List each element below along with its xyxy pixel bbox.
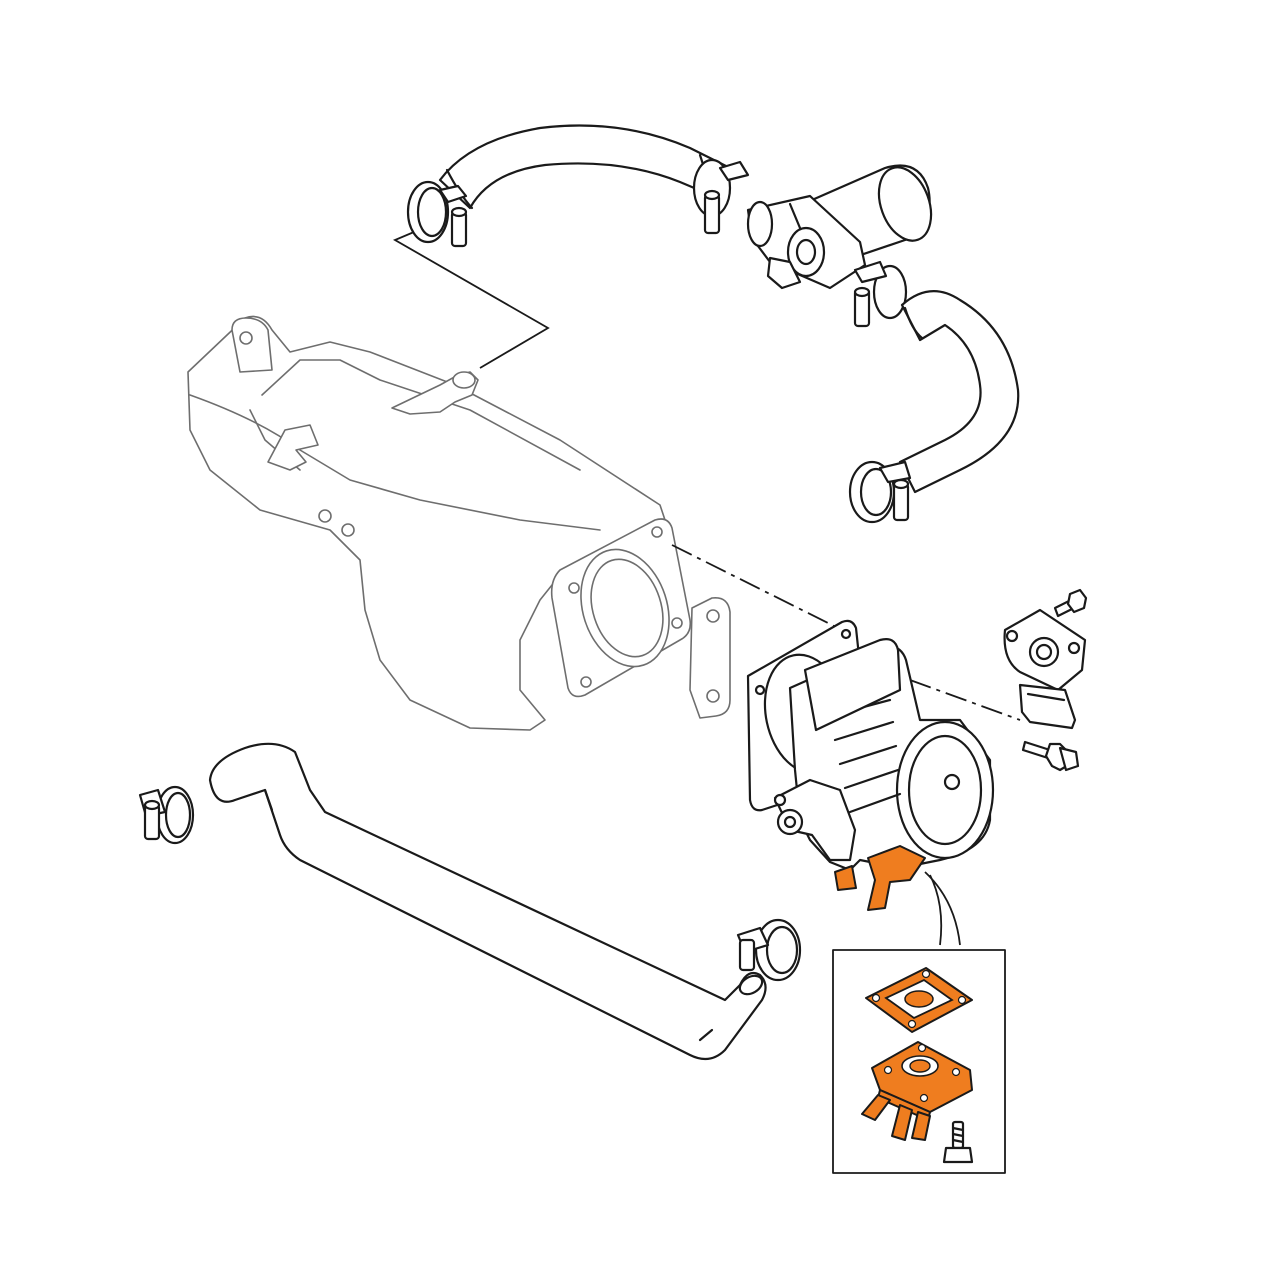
lower-coolant-pipe (208, 742, 767, 1061)
throttle-body-bracket (834, 845, 926, 911)
leader-line (392, 231, 550, 369)
throttle-bolt (1021, 740, 1080, 772)
assembly-centerline (671, 544, 843, 631)
upper-coolant-hose (438, 124, 732, 210)
right-coolant-hose (898, 290, 1020, 494)
coolant-valve (746, 164, 933, 290)
hose-clip (138, 785, 195, 845)
intake-plenum (187, 315, 731, 731)
bracket-bolt (942, 1120, 974, 1164)
assembly-centerline (909, 679, 1021, 721)
hose-clip (853, 260, 908, 328)
hose-clip (692, 158, 750, 235)
throttle-position-sensor (1003, 608, 1087, 730)
hose-clip (406, 180, 468, 248)
sensor-bolt (1053, 588, 1088, 618)
leader-line (924, 871, 961, 946)
throttle-body (773, 638, 995, 872)
bracket-gasket (865, 967, 973, 1033)
hose-clip (848, 460, 912, 524)
hose-clip (736, 918, 802, 982)
throttle-body-bracket (861, 1041, 973, 1141)
leader-line (929, 874, 943, 946)
